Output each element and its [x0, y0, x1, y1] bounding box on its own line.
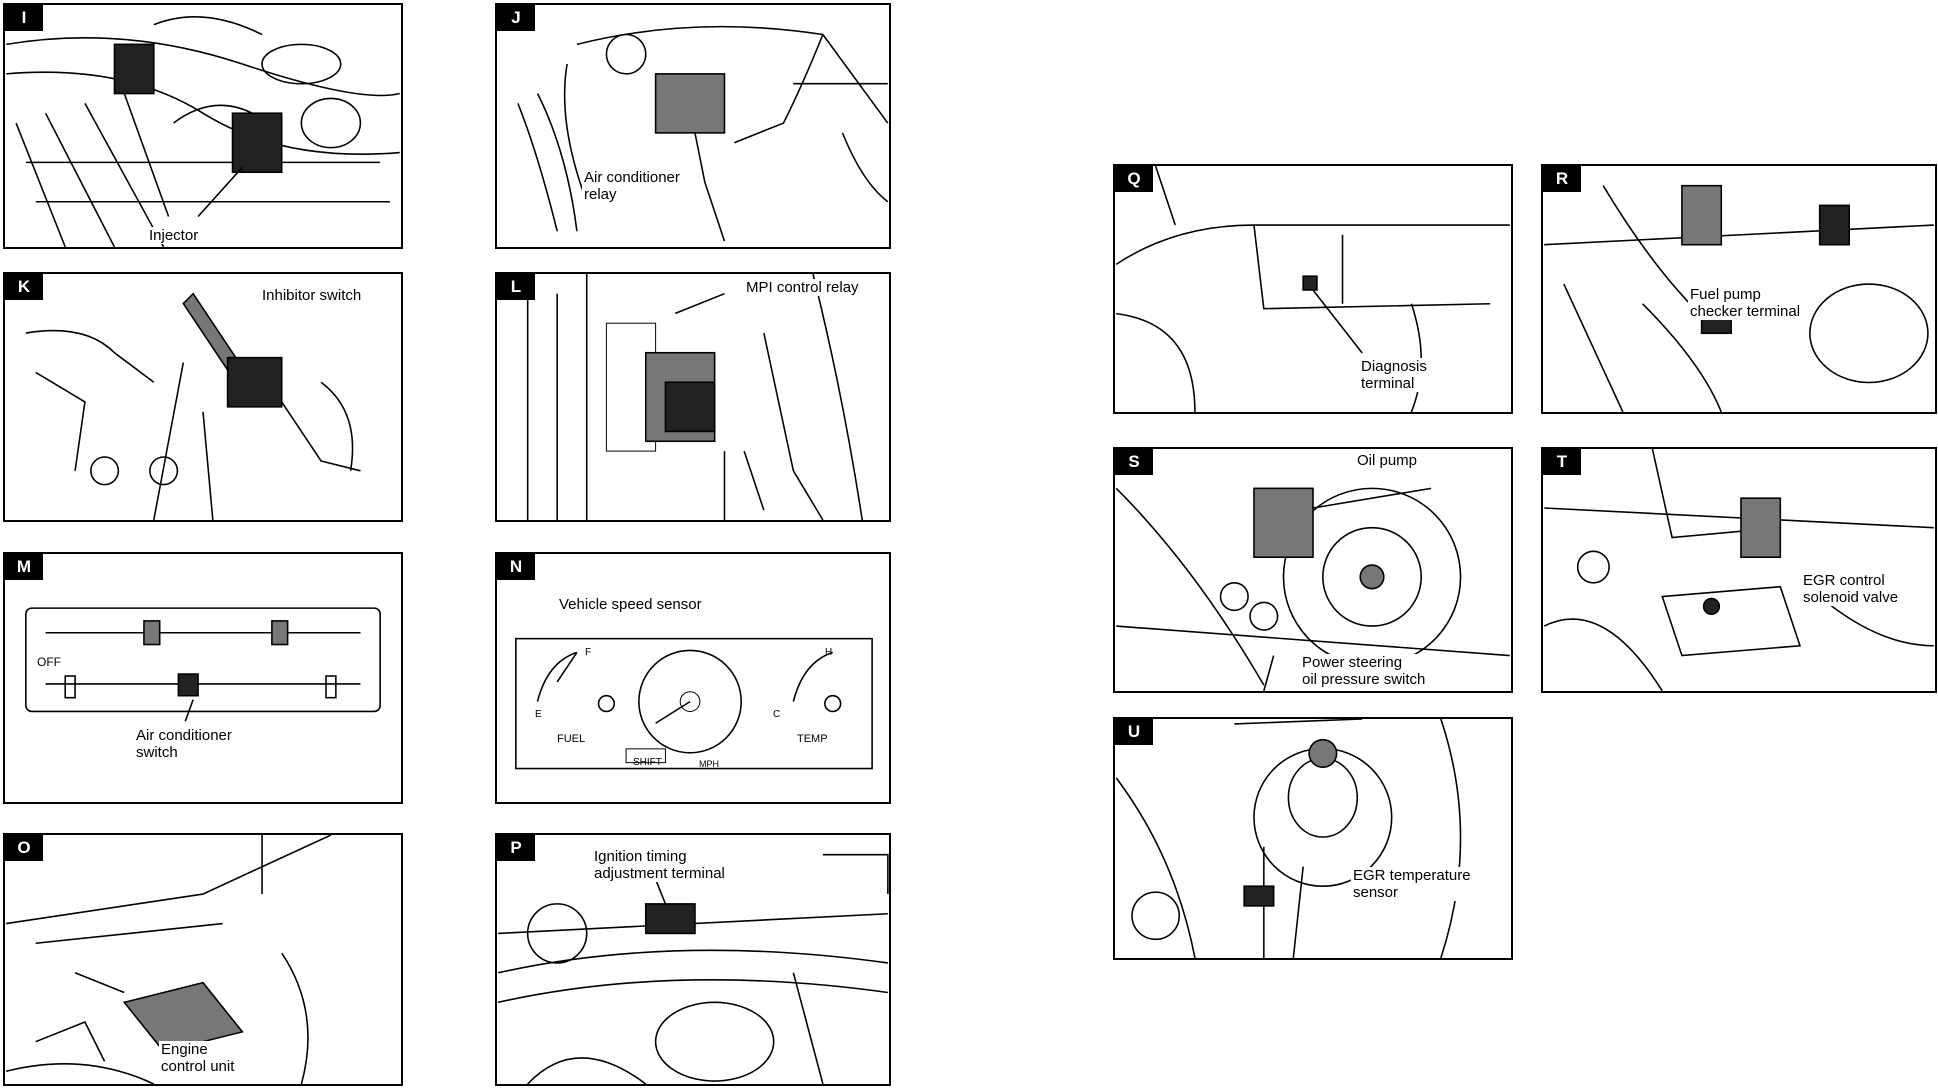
panel-letter: R [1543, 166, 1581, 192]
engine-control-unit-illustration [5, 835, 332, 1084]
panel-letter: L [497, 274, 535, 300]
panel-letter: N [497, 554, 535, 580]
fuel-gauge-label: FUEL [557, 733, 586, 745]
inhibitor-switch-label: Inhibitor switch [260, 287, 364, 304]
mph-mark: MPH [699, 759, 719, 769]
vehicle-speed-sensor-label: Vehicle speed sensor [557, 596, 704, 613]
panel-n: N FUEL TEMP SHIFT E F C H MPH Vehicle sp… [495, 552, 891, 804]
off-marking: OFF [37, 655, 61, 669]
temp-hot-mark: H [825, 647, 833, 658]
relay-illustration [517, 25, 889, 242]
panel-letter: K [5, 274, 43, 300]
panel-letter: O [5, 835, 43, 861]
engine-injector-illustration [6, 16, 400, 247]
fuel-full-mark: F [585, 647, 592, 658]
oil-pump-illustration [1115, 487, 1510, 691]
panel-letter: S [1115, 449, 1153, 475]
injector-label: Injector [147, 227, 201, 244]
ignition-timing-illustration [497, 853, 889, 1084]
egr-temperature-sensor-illustration [1115, 719, 1462, 958]
inhibitor-switch-illustration [25, 292, 361, 520]
panel-letter: U [1115, 719, 1153, 745]
panel-letter: J [497, 5, 535, 31]
panel-letter: T [1543, 449, 1581, 475]
mpi-relay-illustration [526, 274, 864, 520]
panel-letter: Q [1115, 166, 1153, 192]
panel-k: K Inhibitor switch [3, 272, 403, 522]
temp-gauge-label: TEMP [797, 733, 828, 745]
panel-i: I Injector [3, 3, 403, 249]
panel-l: L MPI control relay [495, 272, 891, 522]
egr-solenoid-illustration [1543, 449, 1934, 691]
diagnosis-terminal-illustration [1115, 166, 1510, 412]
temp-cold-mark: C [773, 709, 781, 720]
shift-indicator-label: SHIFT [633, 757, 662, 768]
panel-letter: I [5, 5, 43, 31]
climate-control-panel-illustration [25, 607, 381, 722]
fuel-empty-mark: E [535, 709, 542, 720]
panel-letter: P [497, 835, 535, 861]
panel-letter: M [5, 554, 43, 580]
oil-pump-label: Oil pump [1355, 452, 1420, 469]
instrument-cluster-illustration [515, 637, 873, 770]
mpi-control-relay-label: MPI control relay [744, 279, 861, 296]
